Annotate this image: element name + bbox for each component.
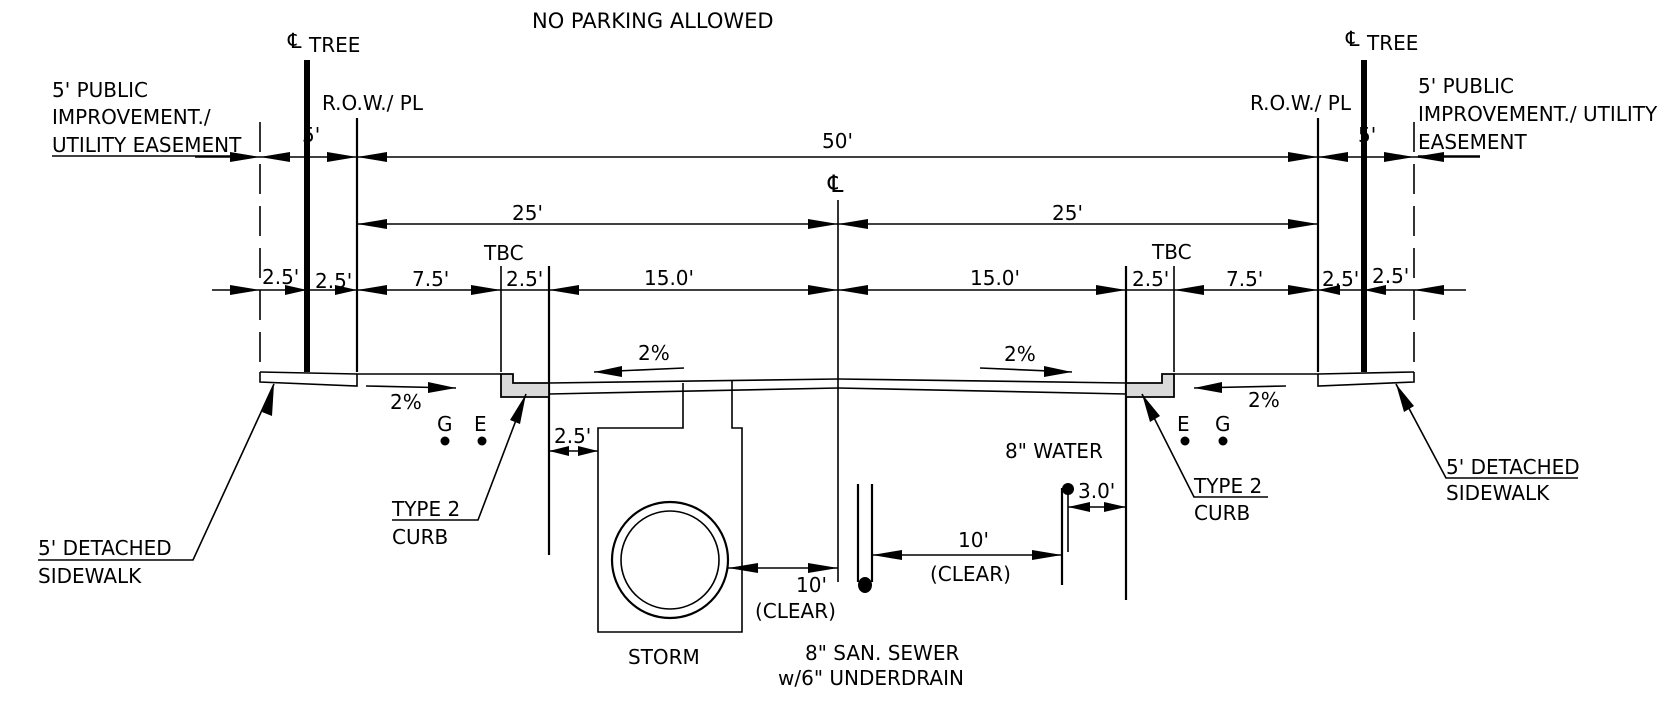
label-tbc-left: TBC xyxy=(483,241,524,265)
svg-text:℄: ℄ xyxy=(287,29,302,53)
utility-gas-left: G xyxy=(437,412,453,446)
curb-right xyxy=(1125,373,1175,398)
label-water: 8" WATER xyxy=(1005,439,1103,463)
cl-tree-right: ℄ TREE xyxy=(1345,27,1418,55)
centerline-symbol: ℄ xyxy=(827,170,844,198)
dim-easement-left-b: 2.5' xyxy=(315,269,352,293)
dim-lane-right: 15.0' xyxy=(970,266,1020,290)
utility-elec-right: E xyxy=(1177,412,1190,446)
label-tbc-right: TBC xyxy=(1151,240,1192,264)
dim-half-right: 25' xyxy=(1052,201,1083,225)
svg-text:IMPROVEMENT./: IMPROVEMENT./ xyxy=(52,105,211,129)
dim-curb-left: 2.5' xyxy=(506,267,543,291)
slope-arrow-lane-right xyxy=(979,366,1073,377)
svg-text:TYPE 2: TYPE 2 xyxy=(1193,474,1262,498)
slope-walk-left: 2% xyxy=(390,390,422,414)
dimension-row-width xyxy=(195,152,1480,162)
dim-half-left: 25' xyxy=(512,201,543,225)
slope-lane-right: 2% xyxy=(1004,342,1036,366)
utility-elec-left: E xyxy=(474,412,487,446)
svg-text:IMPROVEMENT./ UTILITY: IMPROVEMENT./ UTILITY xyxy=(1418,102,1658,126)
svg-text:(CLEAR): (CLEAR) xyxy=(930,562,1011,586)
svg-text:5' PUBLIC: 5' PUBLIC xyxy=(1418,74,1514,98)
dimension-clear-left xyxy=(728,563,838,573)
svg-text:SIDEWALK: SIDEWALK xyxy=(38,564,142,588)
svg-text:10': 10' xyxy=(958,528,989,552)
svg-text:G: G xyxy=(437,412,453,436)
label-clear-left: 10' (CLEAR) xyxy=(755,573,836,623)
slope-lane-left: 2% xyxy=(638,341,670,365)
svg-text:SIDEWALK: SIDEWALK xyxy=(1446,481,1550,505)
label-row-left: R.O.W./ PL xyxy=(322,91,424,115)
dimension-clear-right xyxy=(872,550,1062,560)
slope-arrow-lane-left xyxy=(593,366,685,377)
dim-tree-offset-right: 5' xyxy=(1358,123,1376,147)
curb-left xyxy=(500,373,550,398)
svg-text:TYPE 2: TYPE 2 xyxy=(391,497,460,521)
svg-text:w/6" UNDERDRAIN: w/6" UNDERDRAIN xyxy=(778,666,964,690)
water-main xyxy=(1060,483,1074,585)
utility-gas-right: G xyxy=(1215,412,1231,446)
slope-walk-right: 2% xyxy=(1248,388,1280,412)
slope-arrow-walk-left xyxy=(365,382,457,393)
label-easement-left: 5' PUBLIC IMPROVEMENT./ UTILITY EASEMENT xyxy=(52,78,242,157)
svg-text:5' PUBLIC: 5' PUBLIC xyxy=(52,78,148,102)
sanitary-sewer xyxy=(856,484,874,593)
label-storm: STORM xyxy=(628,645,700,669)
svg-text:5' DETACHED: 5' DETACHED xyxy=(38,536,172,560)
dimension-half-width xyxy=(357,219,1318,229)
dim-walk-right: 7.5' xyxy=(1226,267,1263,291)
svg-text:CURB: CURB xyxy=(1194,501,1250,525)
dim-easement-left-a: 2.5' xyxy=(262,265,299,289)
dim-water-offset: 3.0' xyxy=(1078,479,1115,503)
label-sidewalk-left: 5' DETACHED SIDEWALK xyxy=(38,383,275,588)
svg-text:8" SAN. SEWER: 8" SAN. SEWER xyxy=(805,641,959,665)
svg-text:E: E xyxy=(1177,412,1190,436)
svg-text:E: E xyxy=(474,412,487,436)
dim-lane-left: 15.0' xyxy=(644,266,694,290)
svg-text:CURB: CURB xyxy=(392,525,448,549)
slope-arrow-walk-right xyxy=(1193,382,1287,393)
road-profile xyxy=(259,371,1415,398)
label-row-right: R.O.W./ PL xyxy=(1250,91,1352,115)
label-clear-right: 10' (CLEAR) xyxy=(930,528,1011,586)
cl-tree-left: ℄ TREE xyxy=(287,29,360,57)
svg-text:TREE: TREE xyxy=(308,33,360,57)
svg-text:G: G xyxy=(1215,412,1231,436)
label-curb-left: TYPE 2 CURB xyxy=(391,393,527,549)
svg-text:TREE: TREE xyxy=(1366,31,1418,55)
label-curb-right: TYPE 2 CURB xyxy=(1141,393,1268,525)
dim-walk-left: 7.5' xyxy=(412,267,449,291)
dim-tree-offset-left: 5' xyxy=(302,123,320,147)
title: NO PARKING ALLOWED xyxy=(532,9,774,33)
svg-text:(CLEAR): (CLEAR) xyxy=(755,599,836,623)
dimension-detail-row xyxy=(212,285,1466,295)
storm-sewer xyxy=(597,381,743,633)
svg-text:℄: ℄ xyxy=(1345,27,1360,51)
label-sidewalk-right: 5' DETACHED SIDEWALK xyxy=(1395,383,1580,505)
dim-easement-right-b: 2.5' xyxy=(1372,264,1409,288)
svg-text:UTILITY EASEMENT: UTILITY EASEMENT xyxy=(52,133,242,157)
svg-text:10': 10' xyxy=(796,573,827,597)
dim-storm-offset: 2.5' xyxy=(554,424,591,448)
label-sewer: 8" SAN. SEWER w/6" UNDERDRAIN xyxy=(778,641,964,690)
dim-easement-right-a: 2.5' xyxy=(1322,267,1359,291)
svg-text:EASEMENT: EASEMENT xyxy=(1418,130,1528,154)
dim-row-width: 50' xyxy=(822,129,853,153)
dimension-water-offset xyxy=(1068,502,1126,512)
dim-curb-right: 2.5' xyxy=(1132,267,1169,291)
svg-text:5' DETACHED: 5' DETACHED xyxy=(1446,455,1580,479)
label-easement-right: 5' PUBLIC IMPROVEMENT./ UTILITY EASEMENT xyxy=(1418,74,1658,157)
dimension-storm-offset xyxy=(549,446,598,456)
